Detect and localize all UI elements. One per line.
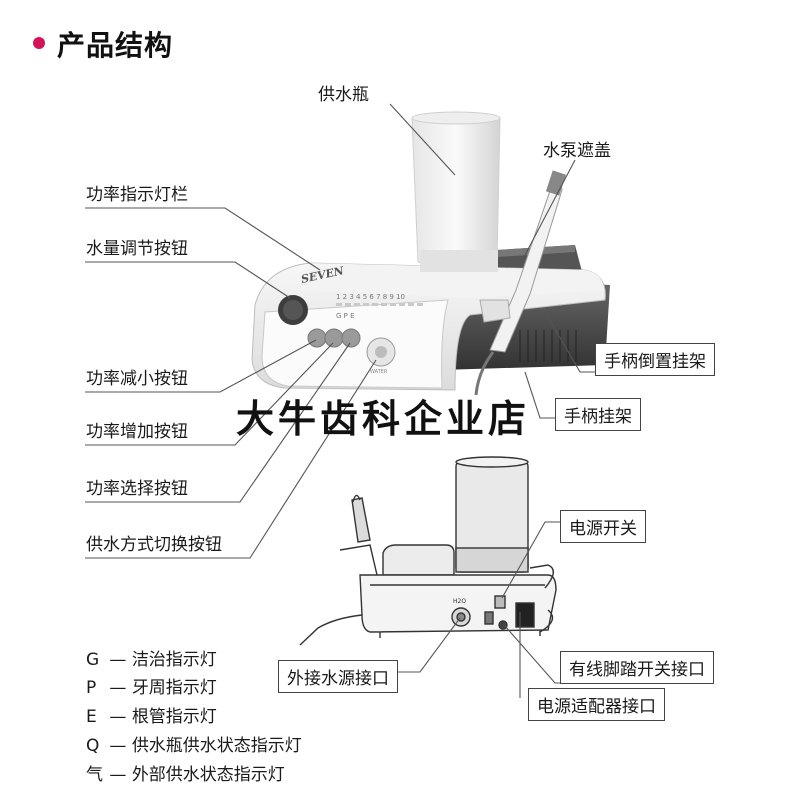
rear-view-device: H2O — [300, 457, 556, 645]
label-water-bottle: 供水瓶 — [318, 80, 369, 105]
water-panel-label: WATER — [370, 369, 388, 375]
label-power-increase: 功率增加按钮 — [86, 417, 188, 442]
label-pump-cover: 水泵遮盖 — [543, 136, 611, 161]
label-power-adapter-port: 电源适配器接口 — [528, 688, 665, 721]
rear-port-label: H2O — [453, 598, 466, 605]
label-water-adjust-knob: 水量调节按钮 — [86, 234, 188, 259]
mode-letters: G P E — [336, 312, 355, 320]
label-water-mode-switch: 供水方式切换按钮 — [86, 530, 222, 555]
label-handpiece-holder: 手柄挂架 — [555, 398, 641, 431]
label-power-indicator-bar: 功率指示灯栏 — [86, 180, 188, 205]
label-external-water-port: 外接水源接口 — [278, 660, 398, 693]
label-power-switch: 电源开关 — [560, 510, 646, 543]
legend-item-p: P — 牙周指示灯 — [86, 673, 217, 698]
power-increase-button — [325, 329, 343, 347]
power-select-button — [342, 329, 360, 347]
legend-item-q: Q — 供水瓶供水状态指示灯 — [86, 731, 302, 756]
label-handpiece-inverted-holder: 手柄倒置挂架 — [595, 343, 715, 376]
store-watermark: 大牛齿科企业店 — [236, 388, 530, 443]
power-decrease-button — [308, 329, 326, 347]
legend-item-e: E — 根管指示灯 — [86, 702, 217, 727]
legend-item-g: G — 洁治指示灯 — [86, 645, 217, 670]
legend-item-external: 气 — 外部供水状态指示灯 — [86, 760, 285, 785]
label-power-decrease: 功率减小按钮 — [86, 364, 188, 389]
label-wired-foot-switch-port: 有线脚踏开关接口 — [560, 651, 714, 684]
label-power-select: 功率选择按钮 — [86, 474, 188, 499]
power-scale: 1 2 3 4 5 6 7 8 9 10 — [336, 293, 405, 301]
